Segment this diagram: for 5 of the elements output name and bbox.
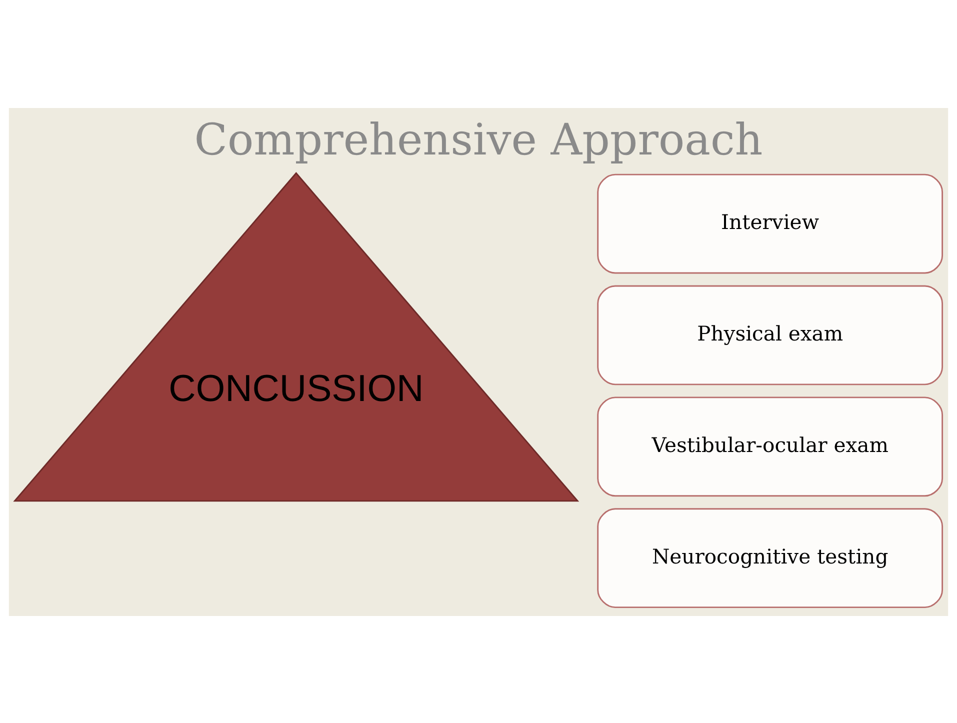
node-box: Vestibular-ocular exam	[597, 396, 944, 496]
diagram-title: Comprehensive Approach	[194, 114, 763, 165]
node-box: Interview	[597, 173, 944, 274]
node-box: Neurocognitive testing	[597, 508, 944, 608]
node-box: Physical exam	[597, 284, 944, 385]
